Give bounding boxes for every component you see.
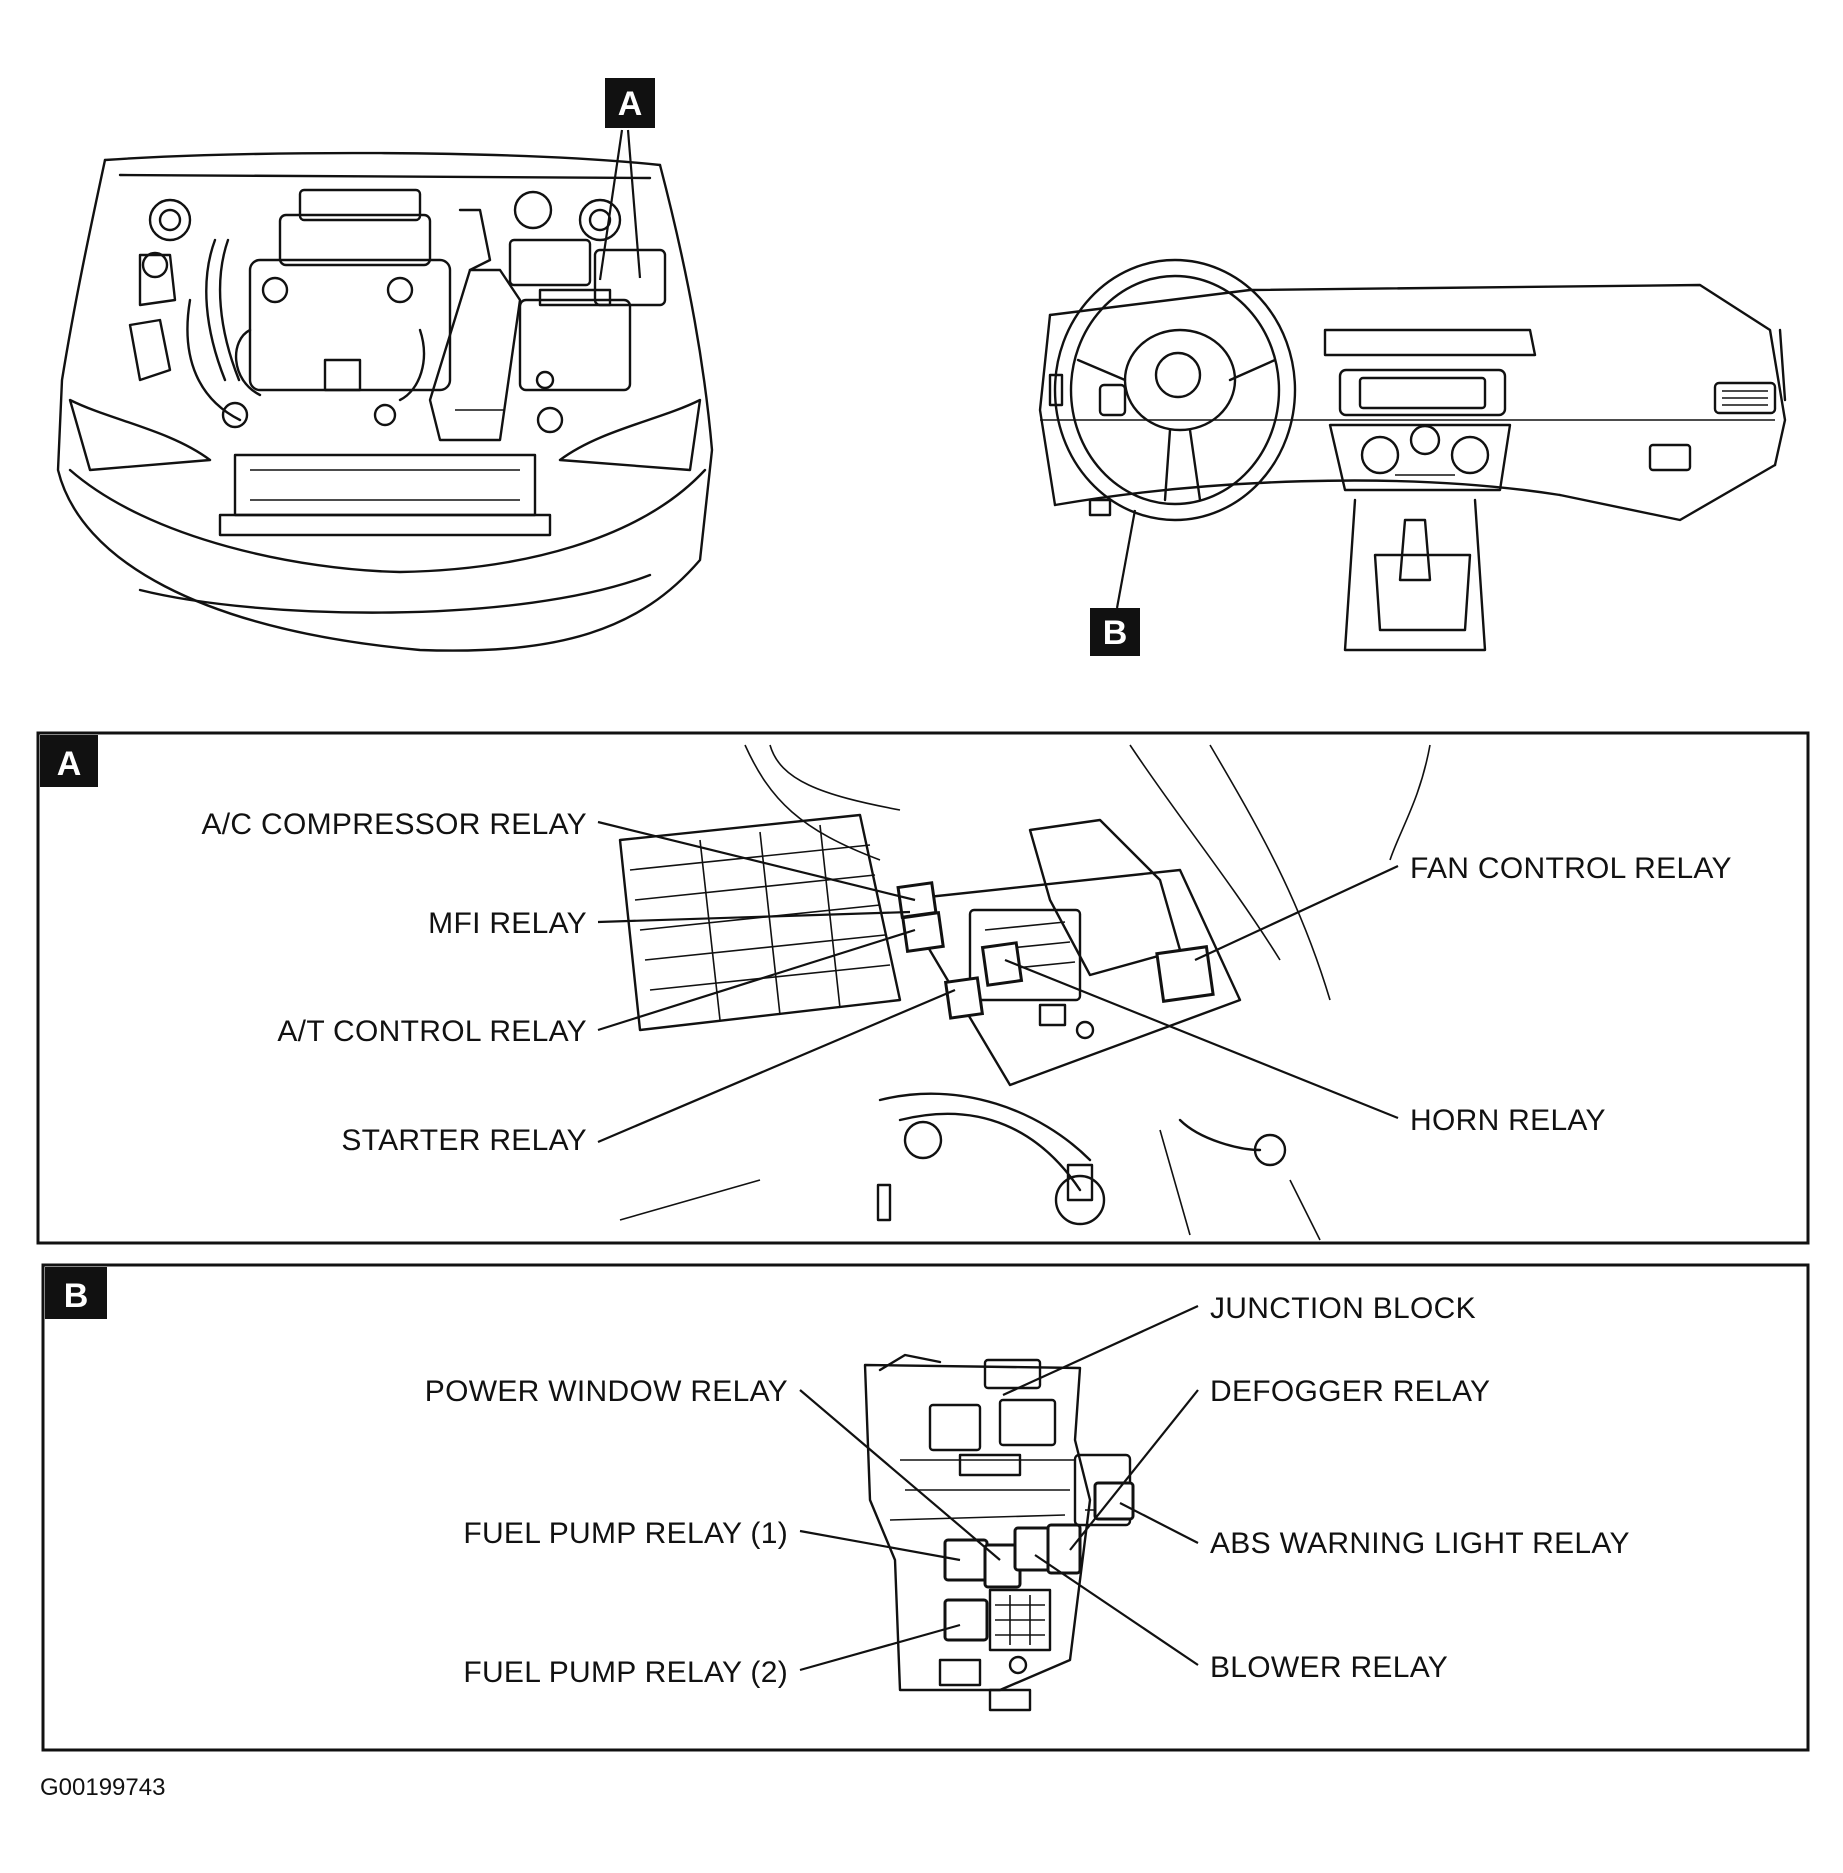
power-window-relay-leader bbox=[799, 1389, 1001, 1561]
fuel-pump-relay-2-box bbox=[943, 1598, 989, 1642]
abs-warning-light-relay-label: ABS WARNING LIGHT RELAY bbox=[1210, 1527, 1630, 1560]
panel-b-frame bbox=[41, 1263, 1810, 1752]
fuel-pump-relay-1-box bbox=[943, 1538, 989, 1582]
defogger-relay-leader bbox=[1069, 1389, 1199, 1551]
figure-code: G00199743 bbox=[40, 1774, 165, 1801]
fuel-pump-relay-2-label: FUEL PUMP RELAY (2) bbox=[463, 1656, 788, 1689]
fan-control-relay-leader bbox=[1194, 865, 1399, 961]
starter-relay-label: STARTER RELAY bbox=[341, 1124, 587, 1157]
ac-compressor-relay-leader bbox=[597, 820, 916, 902]
blower-relay-leader bbox=[1034, 1554, 1199, 1666]
starter-relay-box bbox=[943, 976, 985, 1020]
junction-block-leader bbox=[1002, 1304, 1199, 1397]
svg-text:A: A bbox=[57, 745, 82, 783]
svg-text:B: B bbox=[64, 1277, 89, 1315]
dash-leader-line bbox=[1115, 509, 1137, 609]
svg-text:B: B bbox=[1103, 614, 1128, 652]
svg-text:A: A bbox=[618, 85, 643, 123]
fan-control-relay-box bbox=[1155, 945, 1215, 1003]
mfi-relay-label: MFI RELAY bbox=[428, 907, 587, 940]
horn-relay-label: HORN RELAY bbox=[1410, 1104, 1606, 1137]
starter-relay-leader bbox=[597, 988, 956, 1144]
at-control-relay-leader bbox=[597, 928, 916, 1032]
ac-compressor-relay-label: A/C COMPRESSOR RELAY bbox=[201, 808, 587, 841]
dashboard-illustration bbox=[1038, 258, 1787, 652]
fan-control-relay-label: FAN CONTROL RELAY bbox=[1410, 852, 1732, 885]
blower-relay-label: BLOWER RELAY bbox=[1210, 1651, 1448, 1684]
at-control-relay-label: A/T CONTROL RELAY bbox=[277, 1015, 587, 1048]
fuel-pump-relay-1-leader bbox=[799, 1529, 961, 1562]
panel-a-badge: A bbox=[40, 735, 98, 787]
defogger-relay-label: DEFOGGER RELAY bbox=[1210, 1375, 1490, 1408]
junction-block-illustration bbox=[863, 1353, 1132, 1712]
panel-a-frame bbox=[36, 731, 1810, 1245]
fuel-pump-relay-1-label: FUEL PUMP RELAY (1) bbox=[463, 1517, 788, 1550]
engine-leader-line-1 bbox=[598, 129, 624, 281]
power-window-relay-label: POWER WINDOW RELAY bbox=[425, 1375, 788, 1408]
mfi-relay-box bbox=[901, 910, 945, 954]
engine-compartment-illustration bbox=[56, 151, 714, 652]
horn-relay-leader bbox=[1004, 958, 1399, 1120]
horn-relay-box bbox=[980, 941, 1024, 987]
dash-callout-badge: B bbox=[1090, 608, 1140, 656]
defogger-relay-box bbox=[1046, 1523, 1082, 1575]
junction-block-label: JUNCTION BLOCK bbox=[1210, 1292, 1476, 1325]
fuel-pump-relay-2-leader bbox=[799, 1623, 961, 1672]
panel-b-badge: B bbox=[45, 1267, 107, 1319]
abs-warning-light-relay-box bbox=[1093, 1481, 1135, 1521]
abs-warning-light-relay-leader bbox=[1119, 1502, 1199, 1544]
engine-leader-line-2 bbox=[626, 129, 642, 279]
panel-a-illustration bbox=[618, 744, 1431, 1241]
engine-callout-badge: A bbox=[605, 78, 655, 128]
mfi-relay-leader bbox=[597, 910, 911, 924]
